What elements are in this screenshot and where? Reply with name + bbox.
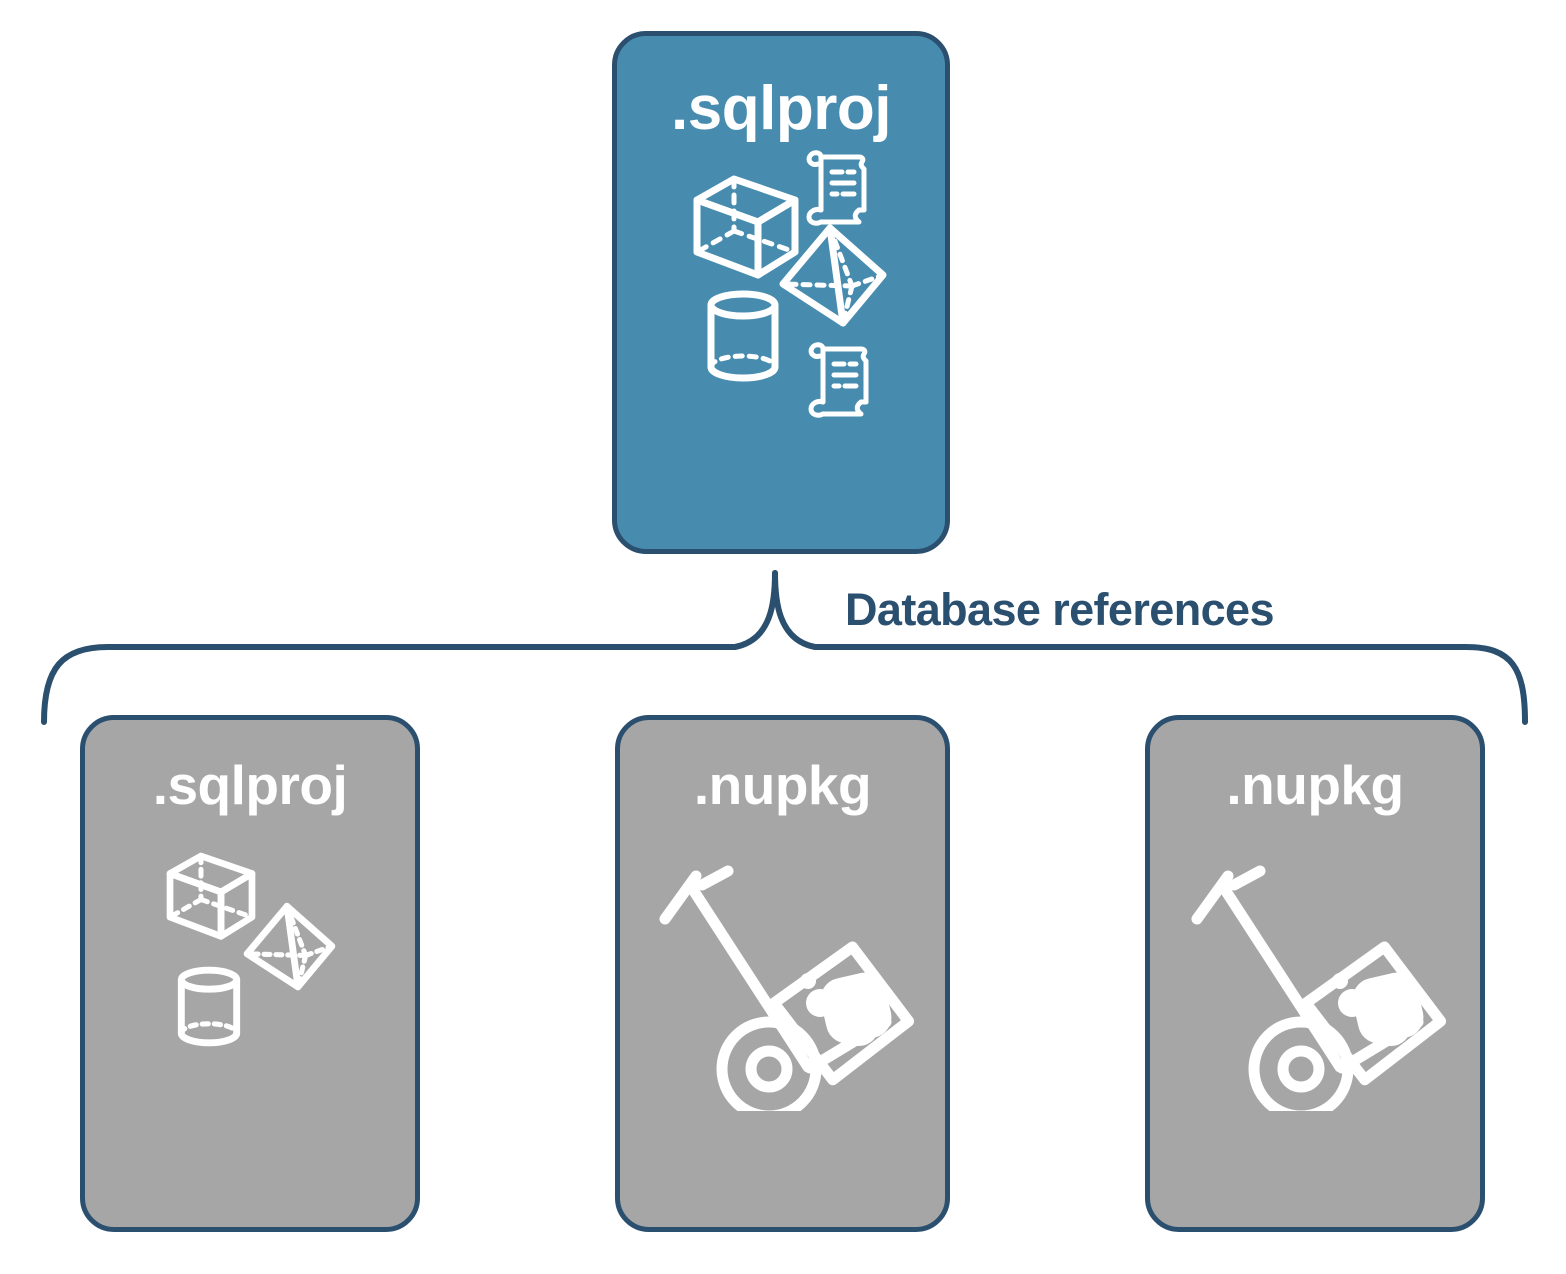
cube-icon bbox=[693, 175, 799, 279]
hand-truck-icon bbox=[1191, 865, 1447, 1111]
scroll-icon bbox=[808, 342, 869, 418]
root-node-label: .sqlproj bbox=[671, 74, 891, 143]
nuget-package-icon bbox=[800, 972, 892, 1046]
child-node-sqlproj[interactable]: .sqlproj bbox=[80, 715, 420, 1232]
child-node-artwork bbox=[85, 813, 415, 1227]
pyramid-icon bbox=[243, 902, 336, 991]
cylinder-icon bbox=[177, 966, 241, 1047]
scroll-icon bbox=[806, 150, 867, 226]
cylinder-icon bbox=[707, 290, 779, 382]
root-node-sqlproj[interactable]: .sqlproj bbox=[612, 31, 950, 554]
edge-label-database-references: Database references bbox=[845, 584, 1274, 635]
cube-icon bbox=[166, 852, 256, 940]
child-node-nupkg[interactable]: .nupkg bbox=[1145, 715, 1485, 1232]
pyramid-icon bbox=[779, 224, 887, 327]
hand-truck-icon bbox=[659, 865, 915, 1111]
child-node-artwork bbox=[1150, 813, 1480, 1227]
root-node-artwork bbox=[617, 140, 945, 549]
child-node-label: .nupkg bbox=[1226, 754, 1404, 816]
child-node-artwork bbox=[620, 813, 945, 1227]
child-node-label: .sqlproj bbox=[152, 754, 348, 816]
child-node-label: .nupkg bbox=[693, 754, 872, 816]
child-node-nupkg[interactable]: .nupkg bbox=[615, 715, 950, 1232]
nuget-package-icon bbox=[1332, 972, 1424, 1046]
